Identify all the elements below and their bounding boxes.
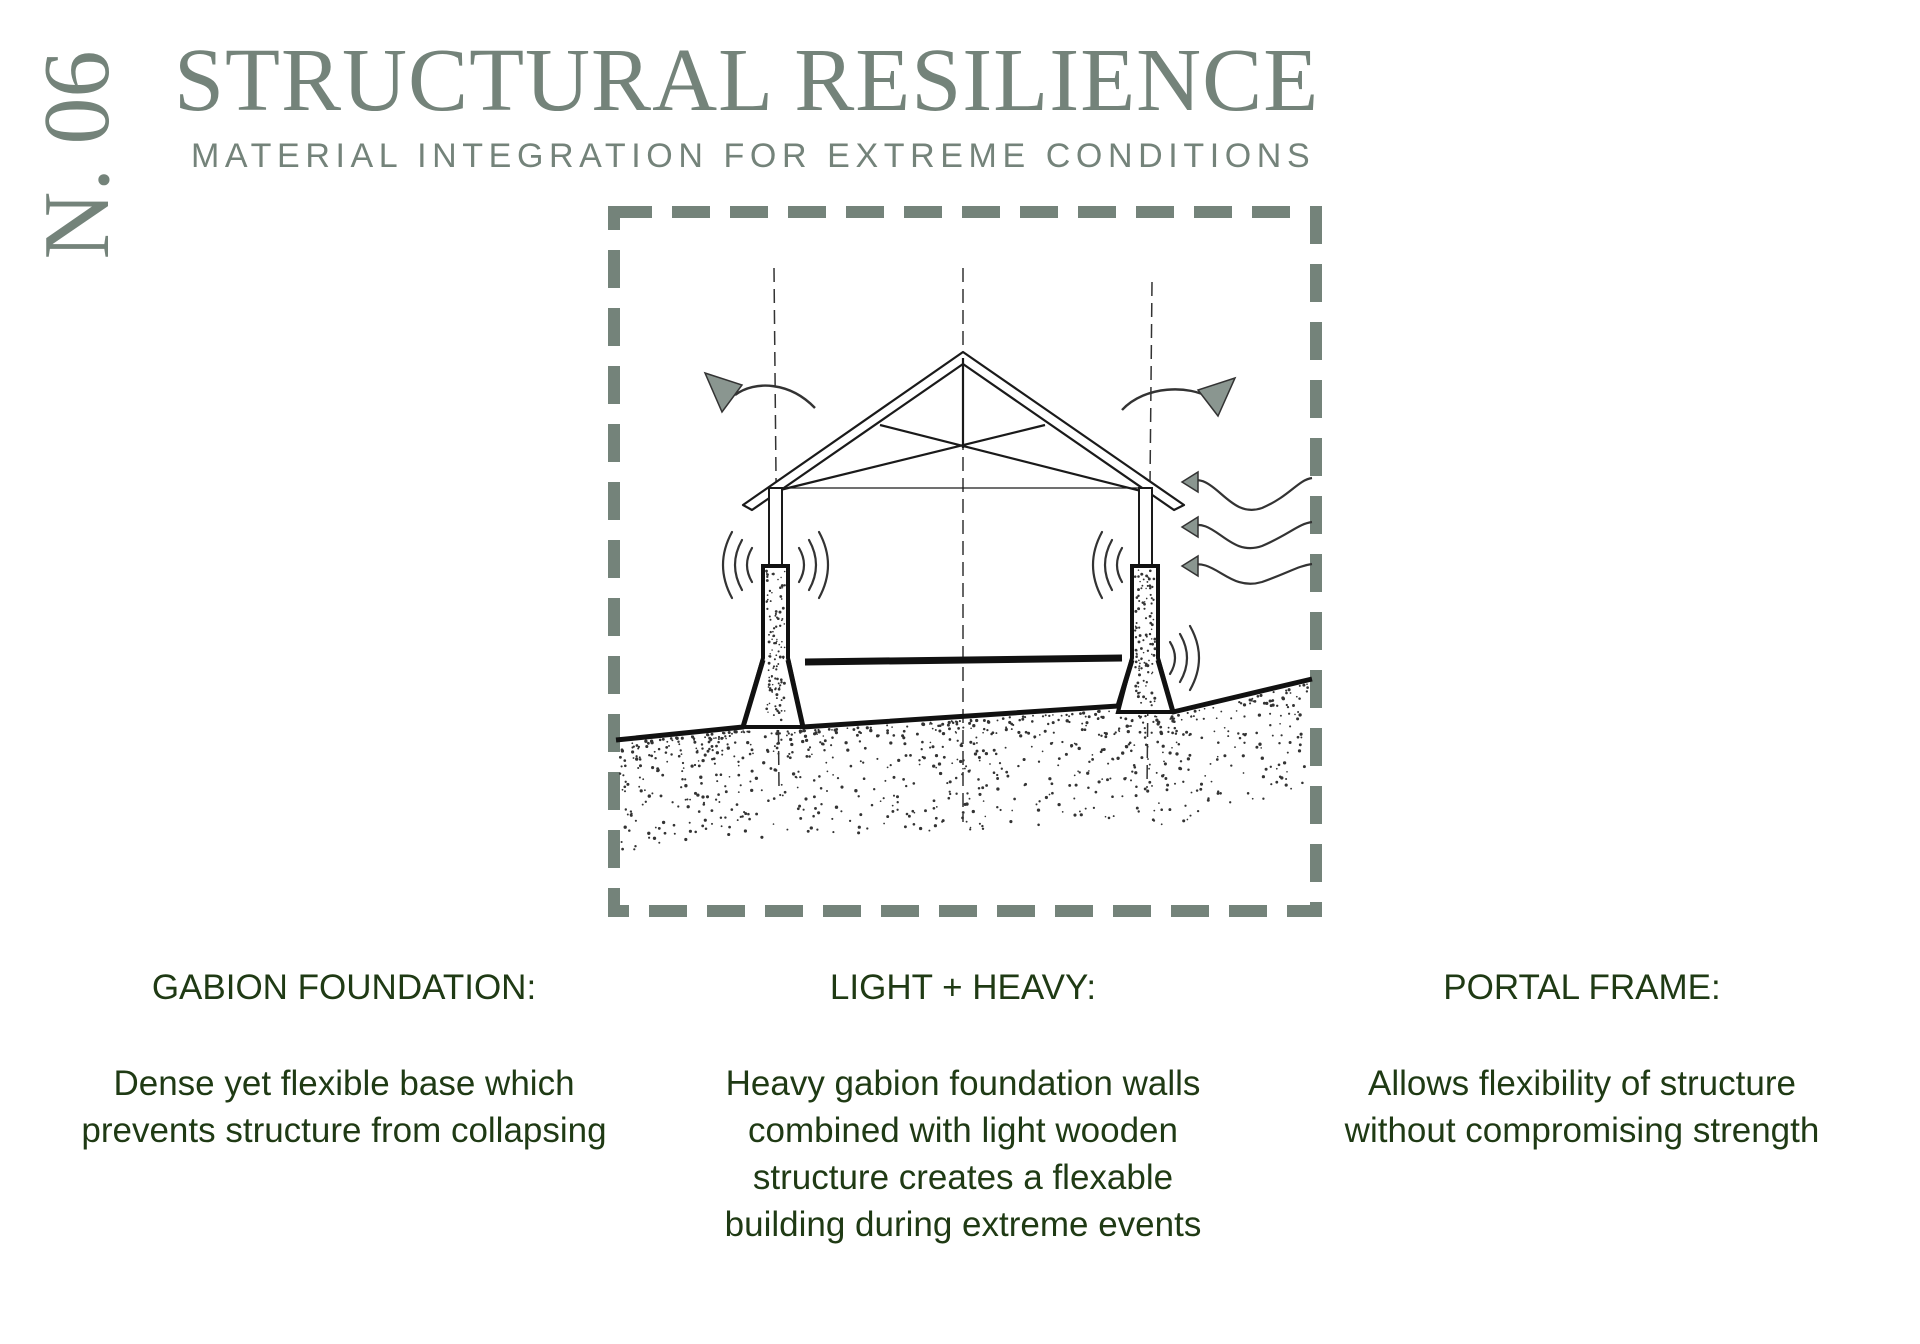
soil-stipple: [618, 683, 1309, 851]
sway-arrow-left-icon: [703, 371, 816, 414]
page-title: STRUCTURAL RESILIENCE: [174, 31, 1320, 130]
gabion-walls: [740, 564, 1176, 729]
section-text: Heavy gabion foundation walls combined w…: [724, 1064, 1202, 1244]
section-heading: LIGHT + HEAVY:: [829, 968, 1097, 1007]
section-text: Allows flexibility of structure without …: [1344, 1064, 1820, 1150]
vibration-icon-right: [1092, 530, 1124, 600]
section-heading: GABION FOUNDATION:: [151, 968, 537, 1007]
sway-arrow-right-icon: [1121, 376, 1237, 418]
ground-line: [615, 659, 766, 743]
dashed-frame: [608, 206, 1322, 917]
vibration-icon-left: [722, 530, 829, 600]
section-heading: PORTAL FRAME:: [1443, 968, 1721, 1007]
gabion-stipple: [765, 569, 1157, 722]
floor-slab: [804, 654, 1123, 666]
wind-arrows-icon: [1187, 476, 1313, 585]
page-subtitle: MATERIAL INTEGRATION FOR EXTREME CONDITI…: [191, 137, 1316, 175]
roof-truss: [741, 350, 1186, 512]
section-portal-frame: PORTAL FRAME: Allows flexibility of stru…: [1312, 968, 1852, 1154]
section-text: Dense yet flexible base which prevents s…: [81, 1064, 607, 1150]
section-gabion-foundation: GABION FOUNDATION: Dense yet flexible ba…: [74, 968, 614, 1154]
section-light-heavy: LIGHT + HEAVY: Heavy gabion foundation w…: [693, 968, 1233, 1248]
vibration-icon-ground: [1168, 624, 1200, 692]
